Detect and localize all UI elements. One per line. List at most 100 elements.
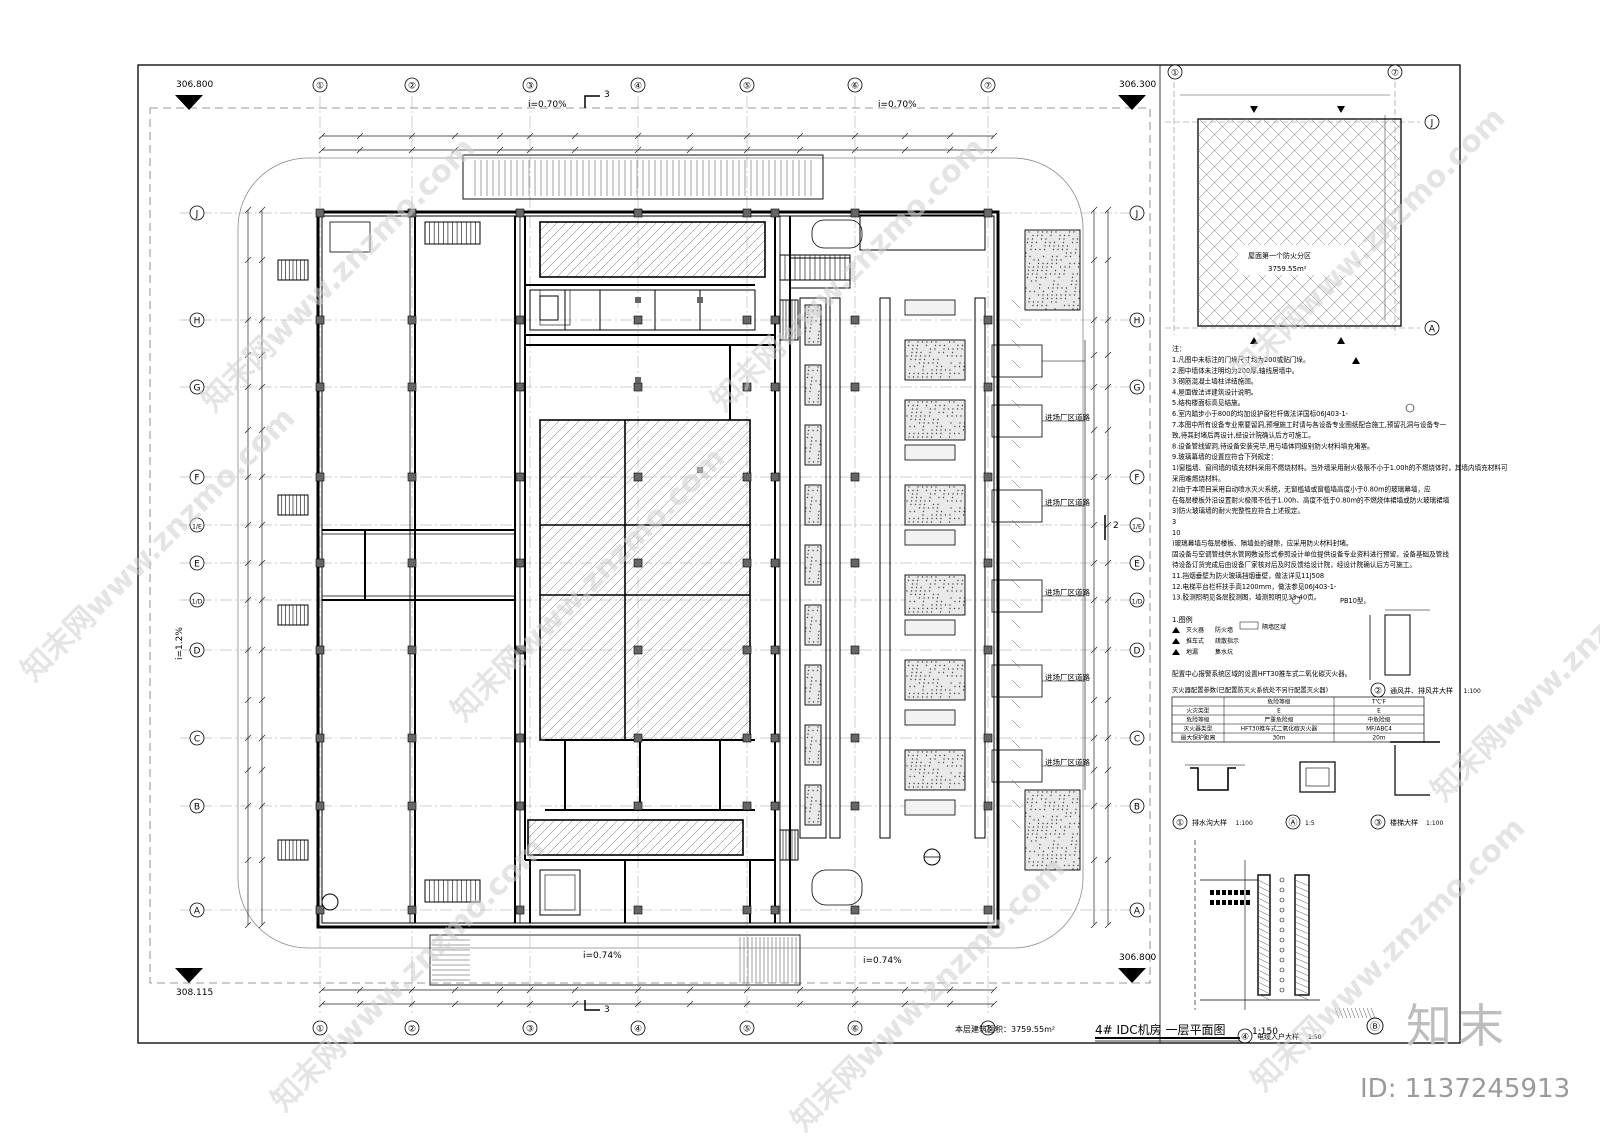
section-mark-right: 2	[1113, 521, 1119, 531]
fire-table-cell: 危险等级	[1267, 698, 1290, 706]
notes-heading: 注：	[1172, 344, 1186, 353]
detail-title: 通风井、排风井大样	[1390, 686, 1453, 695]
note-line: 6.室内踏步小于800的均加设护窗栏杆做法详国标06J403-1-	[1172, 409, 1349, 418]
grid-label-row: D	[194, 647, 201, 657]
fire-table-cell: 最大保护距离	[1181, 734, 1216, 742]
equipment-cells	[804, 229, 1081, 871]
grid-bubble-col	[312, 77, 328, 93]
note-line: )玻璃幕墙与每层楼板、隔墙处的缝隙，应采用防火材料封堵。	[1172, 539, 1353, 548]
legend: 1.图例灭火器防火墙推车式疏散指示地漏集水坑隔墙区域	[1172, 615, 1286, 656]
fire-table-cell: 中危险级	[1367, 716, 1390, 724]
elevation-marks	[175, 95, 1146, 983]
fire-note: 配置中心报警系统区域的设置HFT30推车式二氧化碳灭火器。	[1172, 669, 1351, 678]
grid-bubble-row	[189, 798, 205, 814]
fire-table-cell: T'C'F	[1371, 700, 1386, 706]
section-mark-top: 3	[604, 90, 610, 100]
note-line: 在每层楼板外沿设置耐火极限不低于1.00h、高度不低于0.80m的不燃烧体裙墙或…	[1172, 495, 1450, 504]
design-notes: 注：1.凡图中未标注的门垛尺寸均为200或贴门垛。2.图中墙体未注明均为200厚…	[1172, 344, 1508, 605]
fire-table-cell: MF/ABC4	[1366, 727, 1392, 733]
grid-label-row: C	[194, 735, 200, 745]
slope-left: i=1.2%	[175, 627, 185, 660]
grid-bubble-row	[1129, 312, 1145, 328]
grid-label-col: ②	[408, 1025, 416, 1035]
grid-label-row: E	[1134, 560, 1140, 570]
road-outline	[237, 157, 1084, 949]
legend-symbol: 灭火器	[1186, 627, 1204, 634]
fire-table-cell: E	[1277, 709, 1281, 715]
cooling-zone	[789, 214, 986, 839]
grid-label-row: F	[1134, 474, 1139, 484]
section-mark-bottom: 3	[604, 1005, 610, 1015]
detail-scale: 1:50	[1308, 1034, 1322, 1041]
grid-bubble-col	[980, 1020, 996, 1036]
grid-bubble-row	[1129, 205, 1145, 221]
grid-bubble-row	[1129, 555, 1145, 571]
detail-scale: 1:100	[1426, 820, 1443, 827]
slope-bottom-right: i=0.74%	[863, 956, 902, 966]
image-id: ID: 1137245913	[1360, 1074, 1571, 1104]
grid-label-col: ④	[634, 82, 642, 92]
drawing-title: 4# IDC机房 一层平面图	[1095, 1022, 1225, 1037]
grid-label-row: D	[1134, 647, 1141, 657]
note-line: 采用难燃烧材料。	[1172, 474, 1225, 483]
note-line: 10	[1172, 529, 1180, 537]
grid-label-row: A	[194, 907, 201, 917]
grid-bubble-row	[1129, 517, 1145, 533]
grid-bubble-col	[739, 77, 755, 93]
grid-label-row: A	[1134, 907, 1141, 917]
note-line: 4.屋面做法详建筑设计说明。	[1172, 387, 1257, 396]
slope-top-left: i=0.70%	[528, 100, 567, 110]
grid-label-row: 1/E	[1132, 524, 1142, 531]
detail-drawings	[1185, 609, 1440, 1010]
interior-walls	[322, 216, 791, 923]
grid-label-col: ⑤	[743, 1025, 751, 1035]
grid-label-row: H	[194, 317, 201, 327]
floor-area-label: 本层建筑面积：3759.55m²	[955, 1024, 1055, 1034]
legend-symbol: 推车式	[1186, 637, 1204, 645]
grid-label-col: ⑦	[984, 1025, 992, 1035]
legend-text: 疏散指示	[1215, 637, 1239, 645]
grid-label-col: ⑥	[851, 82, 859, 92]
grid-label-col: ②	[408, 82, 416, 92]
grid-bubble-row	[1129, 798, 1145, 814]
roof-area: 3759.55m²	[1268, 265, 1307, 273]
grid-bubble-col	[404, 77, 420, 93]
grid-bubble-row	[189, 642, 205, 658]
grid-label-row: 1/D	[192, 599, 203, 606]
grid-bubble-row	[189, 555, 205, 571]
grid-label-col: ①	[316, 1025, 324, 1035]
grid-bubble-col	[847, 77, 863, 93]
note-line: 1)窗槛墙、窗间墙的填充材料采用不燃烧材料。当外墙采用耐火极限不小于1.00h的…	[1172, 463, 1508, 472]
grid-bubble-row	[189, 379, 205, 395]
fire-table-cell: 30m	[1272, 736, 1285, 742]
grid-bubble-row	[189, 730, 205, 746]
road-label: 进场厂区道路	[1045, 497, 1090, 507]
detail-number: ②	[1374, 687, 1382, 697]
note-line: 11.挡烟垂壁为防火玻璃挡烟垂壁，做法详见11J508	[1172, 571, 1324, 580]
note-line: 1.凡图中未标注的门垛尺寸均为200或贴门垛。	[1172, 355, 1310, 364]
building-outline	[316, 210, 1000, 929]
slope-top-right: i=0.70%	[878, 100, 917, 110]
detail-title: 楼梯大样	[1390, 818, 1418, 827]
road-label: 进场厂区道路	[1045, 757, 1090, 767]
grid-label-row: G	[194, 384, 201, 394]
grid-label-col: ⑦	[984, 82, 992, 92]
inset-grid-label: J	[1430, 119, 1434, 129]
dimension-lines-top	[247, 135, 1109, 1005]
elevation-top-right: 306.300	[1119, 80, 1156, 90]
detail-title: 排水沟大样	[1192, 818, 1227, 827]
legend-symbol: 地漏	[1186, 648, 1198, 656]
east-wing	[991, 299, 1086, 829]
road-label: 进场厂区道路	[1045, 412, 1090, 422]
grid-bubble-col	[522, 77, 538, 93]
detail-number: ①	[1176, 819, 1184, 829]
road-label: 进场厂区道路	[1045, 587, 1090, 597]
note-line: 致,待其封堵后再设计,经设计院确认后方可施工。	[1172, 431, 1315, 440]
site-boundary	[149, 107, 1151, 984]
grid-bubble-row	[1129, 379, 1145, 395]
note-line: 待设备订货完成后由设备厂家核对后及时反馈给设计院，经设计院确认后方可施工。	[1172, 560, 1416, 569]
grid-bubble-col	[522, 1020, 538, 1036]
grid-label-row: G	[1134, 384, 1141, 394]
